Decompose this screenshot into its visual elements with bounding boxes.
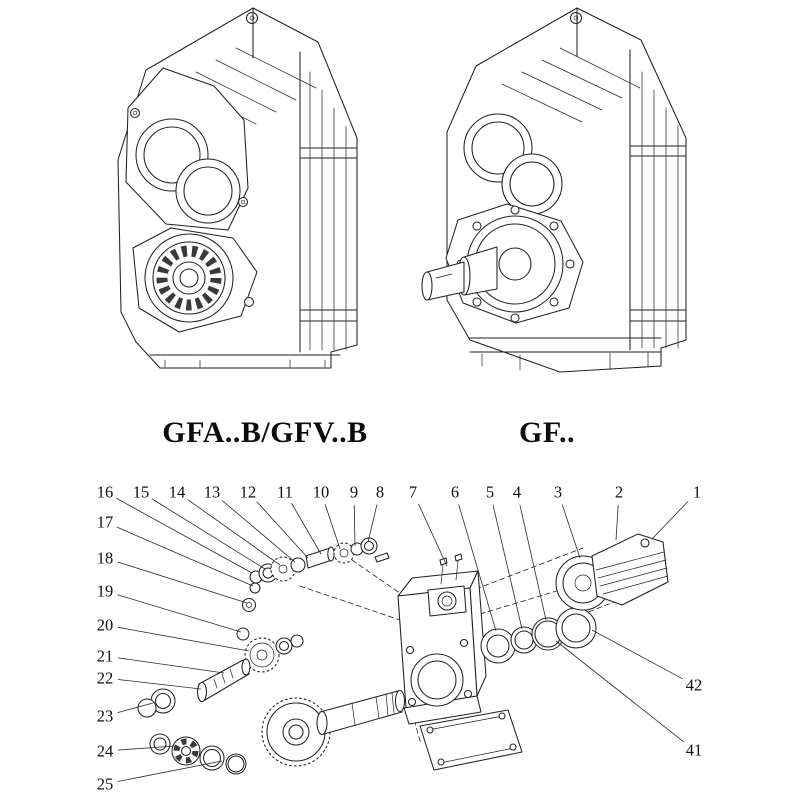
leader-line-12 <box>256 501 309 559</box>
leader-line-14 <box>187 499 281 566</box>
leader-line-10 <box>324 504 341 550</box>
model-label-gf: GF.. <box>519 416 575 449</box>
leader-line-16 <box>116 497 253 574</box>
part-number-20: 20 <box>97 616 114 635</box>
gearbox-drawing-gf <box>421 7 687 373</box>
part-number-3: 3 <box>554 483 562 502</box>
part-number-22: 22 <box>97 669 114 688</box>
part-number-25: 25 <box>97 775 114 794</box>
input-flange-face <box>125 67 249 231</box>
leader-line-42 <box>591 629 683 680</box>
part-number-17: 17 <box>97 513 114 532</box>
leader-line-20 <box>117 626 250 652</box>
part-number-2: 2 <box>615 483 623 502</box>
leader-line-21 <box>117 657 225 674</box>
part-number-11: 11 <box>277 483 293 502</box>
pinion-shaft <box>316 689 406 736</box>
leader-line-13 <box>221 500 296 563</box>
gear-housing <box>397 570 487 725</box>
leader-line-4 <box>519 504 547 621</box>
motor-unit <box>555 533 669 611</box>
leader-line-6 <box>458 504 497 632</box>
part-number-42: 42 <box>686 676 703 695</box>
part-number-10: 10 <box>313 483 330 502</box>
part-number-9: 9 <box>350 483 358 502</box>
part-number-13: 13 <box>204 483 221 502</box>
leader-line-17 <box>116 526 254 587</box>
leader-line-41 <box>555 640 685 743</box>
part-number-7: 7 <box>409 483 417 502</box>
leader-line-8 <box>367 504 378 543</box>
leader-line-7 <box>418 503 448 567</box>
leader-line-19 <box>117 594 242 633</box>
hollow-shaft-bearing <box>132 227 258 333</box>
lifting-eye <box>569 11 583 25</box>
lifting-eye <box>245 11 259 25</box>
leader-line-1 <box>651 501 689 540</box>
part-number-41: 41 <box>686 741 703 760</box>
part-number-24: 24 <box>97 742 114 761</box>
part-number-6: 6 <box>451 483 459 502</box>
part-number-14: 14 <box>169 483 186 502</box>
part-number-23: 23 <box>97 707 114 726</box>
leader-line-23 <box>117 702 154 713</box>
leader-line-3 <box>561 504 581 559</box>
part-number-1: 1 <box>693 483 701 502</box>
part-number-15: 15 <box>133 483 150 502</box>
gearbox-drawing-gfab <box>117 7 358 369</box>
leader-line-11 <box>291 503 322 555</box>
leader-line-5 <box>492 504 523 630</box>
main-gear <box>261 697 331 767</box>
part-number-8: 8 <box>376 483 384 502</box>
gasket-plate <box>419 709 523 771</box>
output-shaft <box>421 246 498 301</box>
part-number-12: 12 <box>240 483 257 502</box>
output-shaft-parts <box>149 689 406 775</box>
leader-line-24 <box>117 745 176 751</box>
intermediate-shaft-parts <box>137 582 304 718</box>
model-label-gfab: GFA..B/GFV..B <box>162 416 368 449</box>
leader-line-15 <box>151 498 266 570</box>
part-number-18: 18 <box>97 549 114 568</box>
leader-line-22 <box>117 679 202 690</box>
part-number-4: 4 <box>513 483 521 502</box>
upper-bores <box>463 113 563 215</box>
housing-bolts <box>439 553 463 585</box>
exploded-parts-drawing <box>137 533 669 775</box>
input-shaft-parts <box>249 537 390 584</box>
part-number-5: 5 <box>486 483 494 502</box>
leader-line-2 <box>615 504 619 541</box>
part-number-16: 16 <box>97 483 114 502</box>
part-number-21: 21 <box>97 647 114 666</box>
housing-ribs <box>501 47 687 349</box>
leader-line-9 <box>353 504 356 547</box>
oil-seal-rings <box>480 607 597 664</box>
leader-line-25 <box>117 760 223 782</box>
part-number-19: 19 <box>97 582 114 601</box>
leader-line-18 <box>117 561 248 604</box>
